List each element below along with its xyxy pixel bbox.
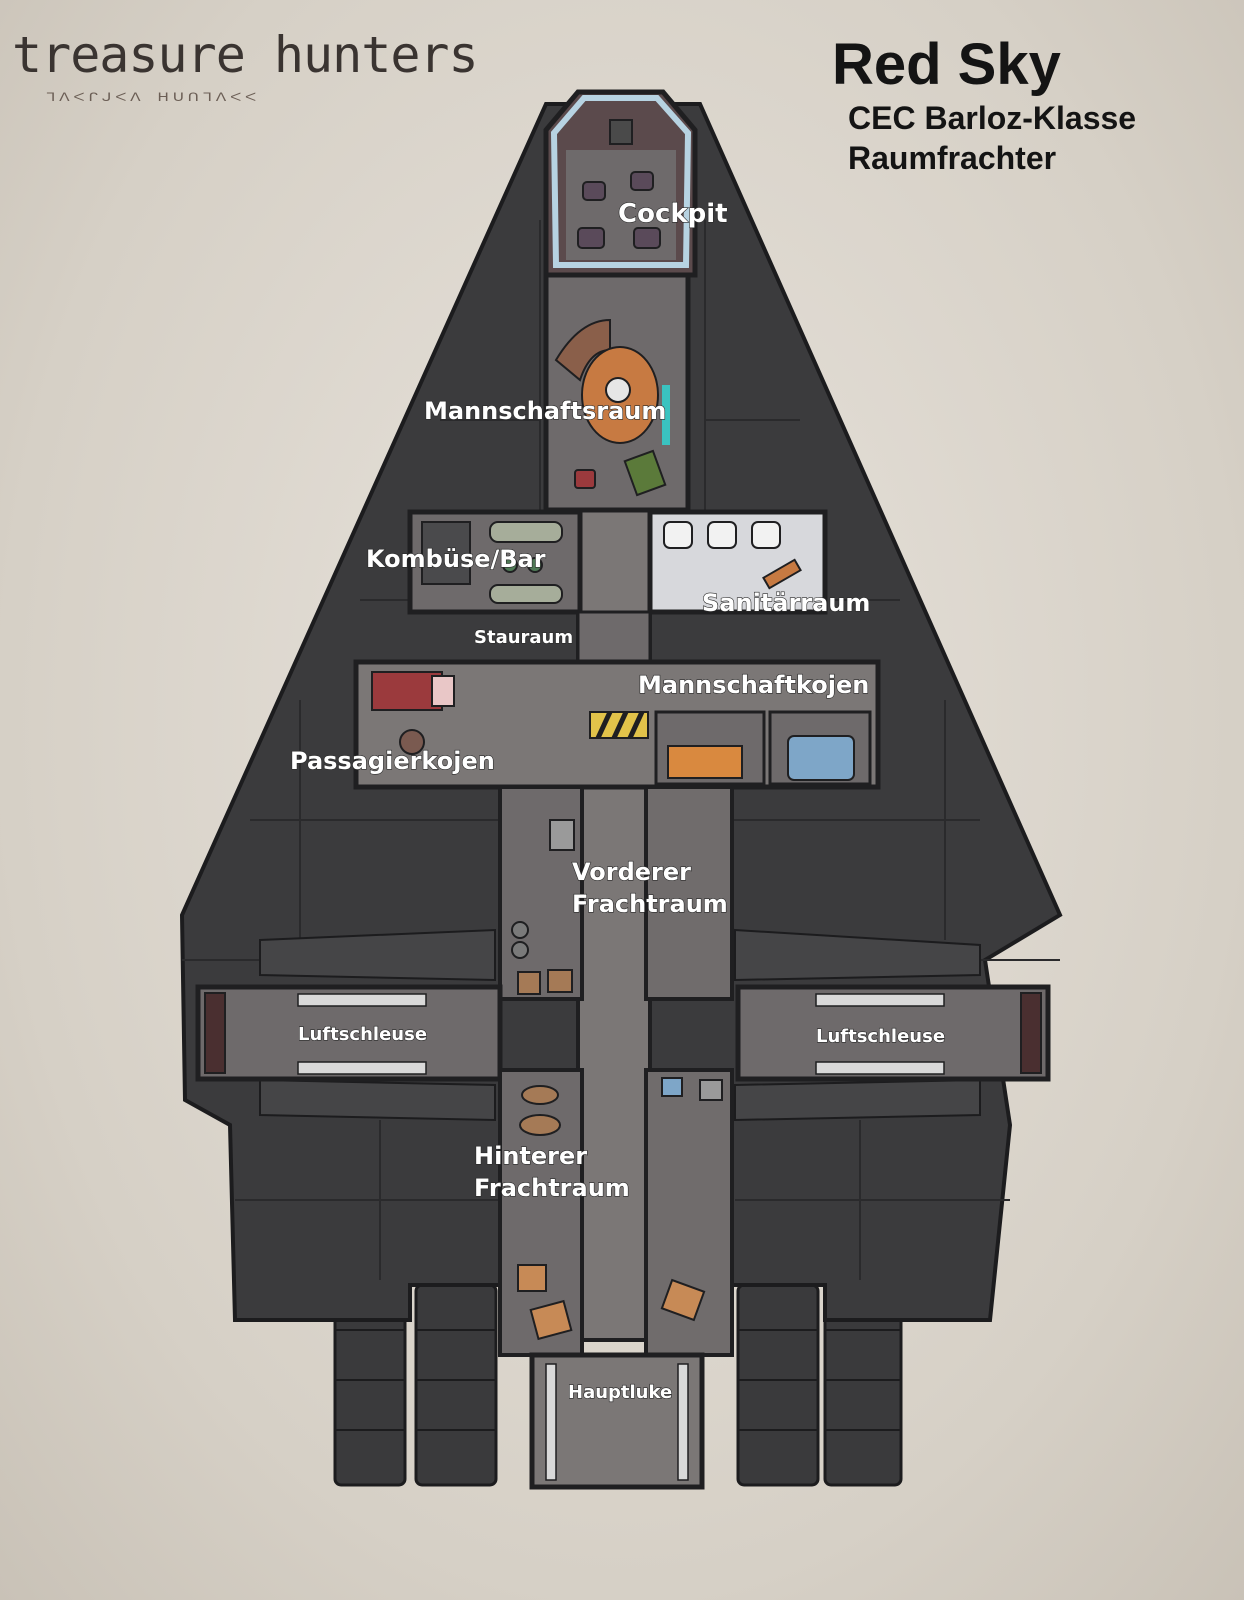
label-rear-cargo-line2: Frachtraum: [474, 1174, 630, 1202]
front-cargo-hold: [498, 785, 734, 1001]
label-sanitary: Sanitärraum: [702, 589, 870, 617]
label-crew-bunks: Mannschaftkojen: [638, 671, 869, 699]
cockpit-room: [543, 89, 698, 278]
logo-wordmark: treasure hunters: [12, 26, 479, 84]
label-main-hatch: Hauptluke: [568, 1382, 672, 1403]
galley-room: [407, 509, 583, 615]
title-block: Red Sky CEC Barloz-Klasse Raumfrachter: [832, 32, 1136, 178]
right-wing-beam: [734, 928, 981, 982]
left-wing-beam: [259, 928, 496, 982]
label-passenger-bunks: Passagierkojen: [290, 747, 495, 775]
rear-cargo-hold: [498, 1068, 734, 1357]
airlock-arms: [195, 984, 1051, 1082]
label-rear-cargo-line1: Hinterer: [474, 1142, 587, 1170]
ship-name: Red Sky: [832, 32, 1061, 97]
label-galley: Kombüse/Bar: [366, 545, 546, 573]
storage-room: [576, 610, 652, 664]
ship-class: CEC Barloz-Klasse: [848, 100, 1137, 136]
label-storage: Stauraum: [474, 627, 573, 648]
label-front-cargo-line2: Frachtraum: [572, 890, 728, 918]
label-front-cargo-line1: Vorderer: [572, 858, 691, 886]
label-cockpit: Cockpit: [618, 199, 728, 229]
label-crew-room: Mannschaftsraum: [424, 397, 666, 425]
main-hatch-room: [529, 1352, 705, 1490]
crew-room: [543, 272, 691, 513]
sanitary-room: [647, 509, 828, 615]
label-airlock-right: Luftschleuse: [816, 1026, 945, 1047]
engines: [333, 1283, 903, 1487]
bunk-deck: [353, 659, 881, 790]
logo: treasure hunters ᒣᐱᐸᒋᒍᐸᐱ ᕼᑌᑎᒣᐱᐸᐸ: [10, 18, 479, 118]
label-airlock-left: Luftschleuse: [298, 1024, 427, 1045]
logo-glyph-subtitle: ᒣᐱᐸᒋᒍᐸᐱ ᕼᑌᑎᒣᐱᐸᐸ: [46, 90, 260, 104]
ship-type: Raumfrachter: [848, 140, 1057, 176]
